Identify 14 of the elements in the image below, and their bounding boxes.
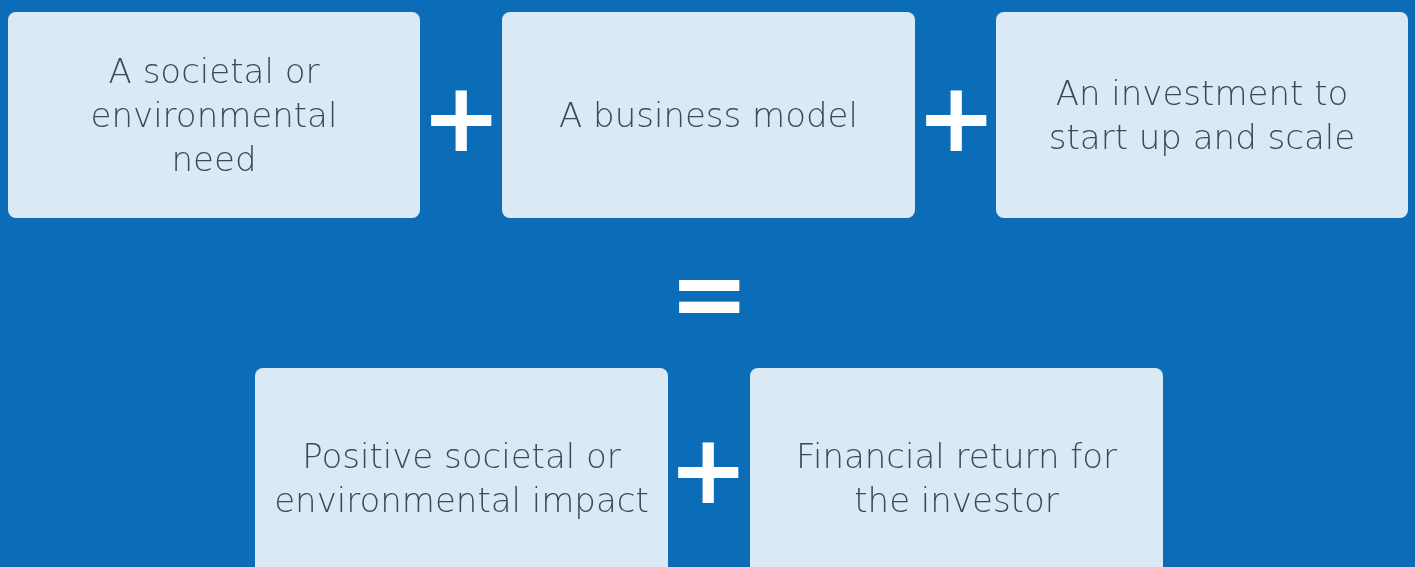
box-text: Positive societal or environmental impact [273, 435, 650, 522]
plus-sign: + [668, 422, 749, 518]
text-box [502, 12, 915, 218]
text-box [996, 12, 1408, 218]
box-text: A societal or environmental need [89, 50, 339, 181]
plus-sign: + [421, 70, 502, 166]
box-text: A business model [559, 94, 858, 137]
box-text: Financial return for the investor [794, 435, 1119, 522]
equals-sign: = [669, 246, 750, 342]
box-text: An investment to start up and scale [1047, 72, 1357, 159]
text-box [8, 12, 420, 218]
plus-sign: + [916, 70, 997, 166]
text-box [750, 368, 1163, 567]
text-box [255, 368, 668, 567]
